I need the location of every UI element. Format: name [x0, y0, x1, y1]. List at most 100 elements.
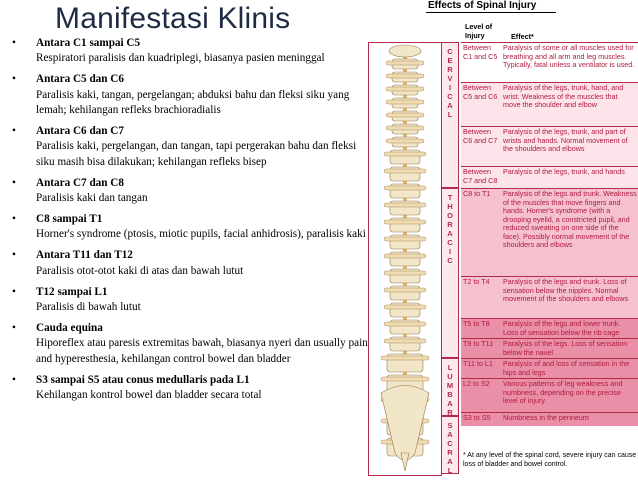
item-description: Kehilangan kontrol bowel dan bladder sec… [36, 389, 262, 402]
injury-effect: Paralysis of the legs, trunk, and hands [503, 167, 625, 176]
list-item: • Antara C5 dan C6 Paralisis kaki, tanga… [10, 72, 370, 118]
bullet-icon: • [12, 373, 16, 386]
transverse-process [383, 219, 427, 225]
transverse-process [380, 376, 430, 382]
transverse-process [383, 253, 427, 259]
injury-effect: Paralysis of and loss of sensation in th… [503, 359, 630, 377]
page-title: Manifestasi Klinis [55, 2, 291, 35]
bullet-icon: • [12, 249, 16, 262]
item-description: Paralisis otot-otot kaki di atas dan baw… [36, 264, 244, 277]
injury-level: T2 to T4 [463, 277, 490, 286]
injury-level: S3 to S5 [463, 413, 491, 422]
table-row: Between C7 and C8 Paralysis of the legs, … [461, 166, 638, 188]
list-item: • S3 sampai S5 atau conus medullaris pad… [10, 373, 370, 404]
bullet-icon: • [12, 125, 16, 138]
column-level: Level of Injury [465, 22, 493, 40]
list-item: • Antara T11 dan T12 Paralisis otot-otot… [10, 248, 370, 279]
injury-effect: Paralysis of the legs, trunk, hand, and … [503, 83, 624, 109]
injury-level: T9 to T11 [463, 339, 494, 348]
table-row: T2 to T4 Paralysis of the legs and trunk.… [461, 276, 638, 318]
item-description: Paralisis kaki, pergelangan, dan tangan,… [36, 140, 357, 168]
injury-effect: Paralysis of the legs, trunk, and part o… [503, 127, 628, 153]
injury-table: Level of Injury Effect* Between C1 and C… [461, 22, 638, 474]
injury-level: L2 to S2 [463, 379, 490, 388]
bullet-icon: • [12, 322, 16, 334]
item-heading: T12 sampai L1 [36, 285, 108, 298]
transverse-process [383, 185, 427, 191]
injury-level: C8 to T1 [463, 189, 491, 198]
column-effect: Effect* [511, 32, 534, 41]
sacrum [380, 385, 430, 461]
table-header: Level of Injury Effect* [461, 22, 638, 42]
bullet-icon: • [12, 176, 16, 189]
item-heading: S3 sampai S5 atau conus medullaris pada … [36, 373, 250, 386]
table-row: S3 to S5 Numbness in the perineum [461, 412, 638, 426]
injury-level: Between C7 and C8 [463, 167, 498, 185]
bullet-list: • Antara C1 sampai C5 Respiratori parali… [10, 36, 370, 409]
injury-effect: Numbness in the perineum [503, 413, 589, 422]
transverse-process [383, 321, 427, 327]
list-item: • C8 sampai T1 Horner's syndrome (ptosis… [10, 212, 370, 243]
item-heading: Antara C6 dan C7 [36, 125, 124, 138]
transverse-process [385, 138, 425, 144]
transverse-process [385, 125, 425, 131]
title-divider [426, 12, 556, 13]
transverse-process [383, 168, 427, 174]
item-description: Hiporeflex atau paresis extremitas bawah… [36, 337, 368, 365]
item-heading: Antara C5 dan C6 [36, 73, 124, 86]
injury-effect: Paralysis of the legs and trunk. Weaknes… [503, 189, 637, 249]
table-row: T11 to L1 Paralysis of and loss of sensat… [461, 358, 638, 378]
table-row: C8 to T1 Paralysis of the legs and trunk.… [461, 188, 638, 276]
list-item: • Antara C6 dan C7 Paralisis kaki, perge… [10, 124, 370, 170]
skull-base [388, 44, 422, 58]
injury-level: T11 to L1 [463, 359, 493, 368]
list-item: • Antara C7 dan C8 Paralisis kaki dan ta… [10, 176, 370, 207]
spine-illustration [380, 44, 430, 472]
transverse-process [385, 73, 425, 79]
bullet-icon: • [12, 37, 16, 49]
footnote: * At any level of the spinal cord, sever… [463, 452, 637, 468]
table-row: Between C6 and C7 Paralysis of the legs, … [461, 126, 638, 166]
item-heading: Cauda equina [36, 322, 103, 334]
item-heading: Antara C1 sampai C5 [36, 37, 141, 49]
transverse-process [383, 202, 427, 208]
transverse-process [383, 151, 427, 157]
injury-level: T5 to T8 [463, 319, 490, 328]
list-item: • T12 sampai L1 Paralisis di bawah lutut [10, 285, 370, 316]
item-heading: Antara T11 dan T12 [36, 249, 133, 262]
transverse-process [383, 270, 427, 276]
bullet-icon: • [12, 285, 16, 298]
bullet-icon: • [12, 73, 16, 86]
list-item: • Cauda equina Hiporeflex atau paresis e… [10, 321, 370, 367]
transverse-process [385, 112, 425, 118]
item-heading: Antara C7 dan C8 [36, 176, 124, 189]
table-row: Between C5 and C6 Paralysis of the legs, … [461, 82, 638, 126]
item-description: Respiratori paralisis dan kuadriplegi, b… [36, 52, 325, 65]
transverse-process [385, 99, 425, 105]
transverse-process [383, 338, 427, 344]
figure-title: Effects of Spinal Injury [428, 0, 537, 11]
item-description: Paralisis di bawah lutut [36, 301, 141, 314]
injury-effect: Paralysis of the legs and trunk. Loss of… [503, 277, 629, 303]
injury-effect: Paralysis of the legs. Loss of sensation… [503, 339, 628, 357]
item-description: Horner's syndrome (ptosis, miotic pupils… [36, 228, 366, 241]
coccyx [400, 452, 410, 472]
bullet-icon: • [12, 213, 16, 226]
transverse-process [385, 86, 425, 92]
item-description: Paralisis kaki dan tangan [36, 192, 148, 205]
injury-level: Between C6 and C7 [463, 127, 498, 145]
spine-illustration-panel [368, 42, 442, 476]
injury-level: Between C5 and C6 [463, 83, 498, 101]
list-item: • Antara C1 sampai C5 Respiratori parali… [10, 36, 370, 67]
item-description: Paralisis kaki, tangan, pergelangan; abd… [36, 88, 350, 117]
injury-level: Between C1 and C5 [463, 43, 498, 61]
transverse-process [383, 304, 427, 310]
